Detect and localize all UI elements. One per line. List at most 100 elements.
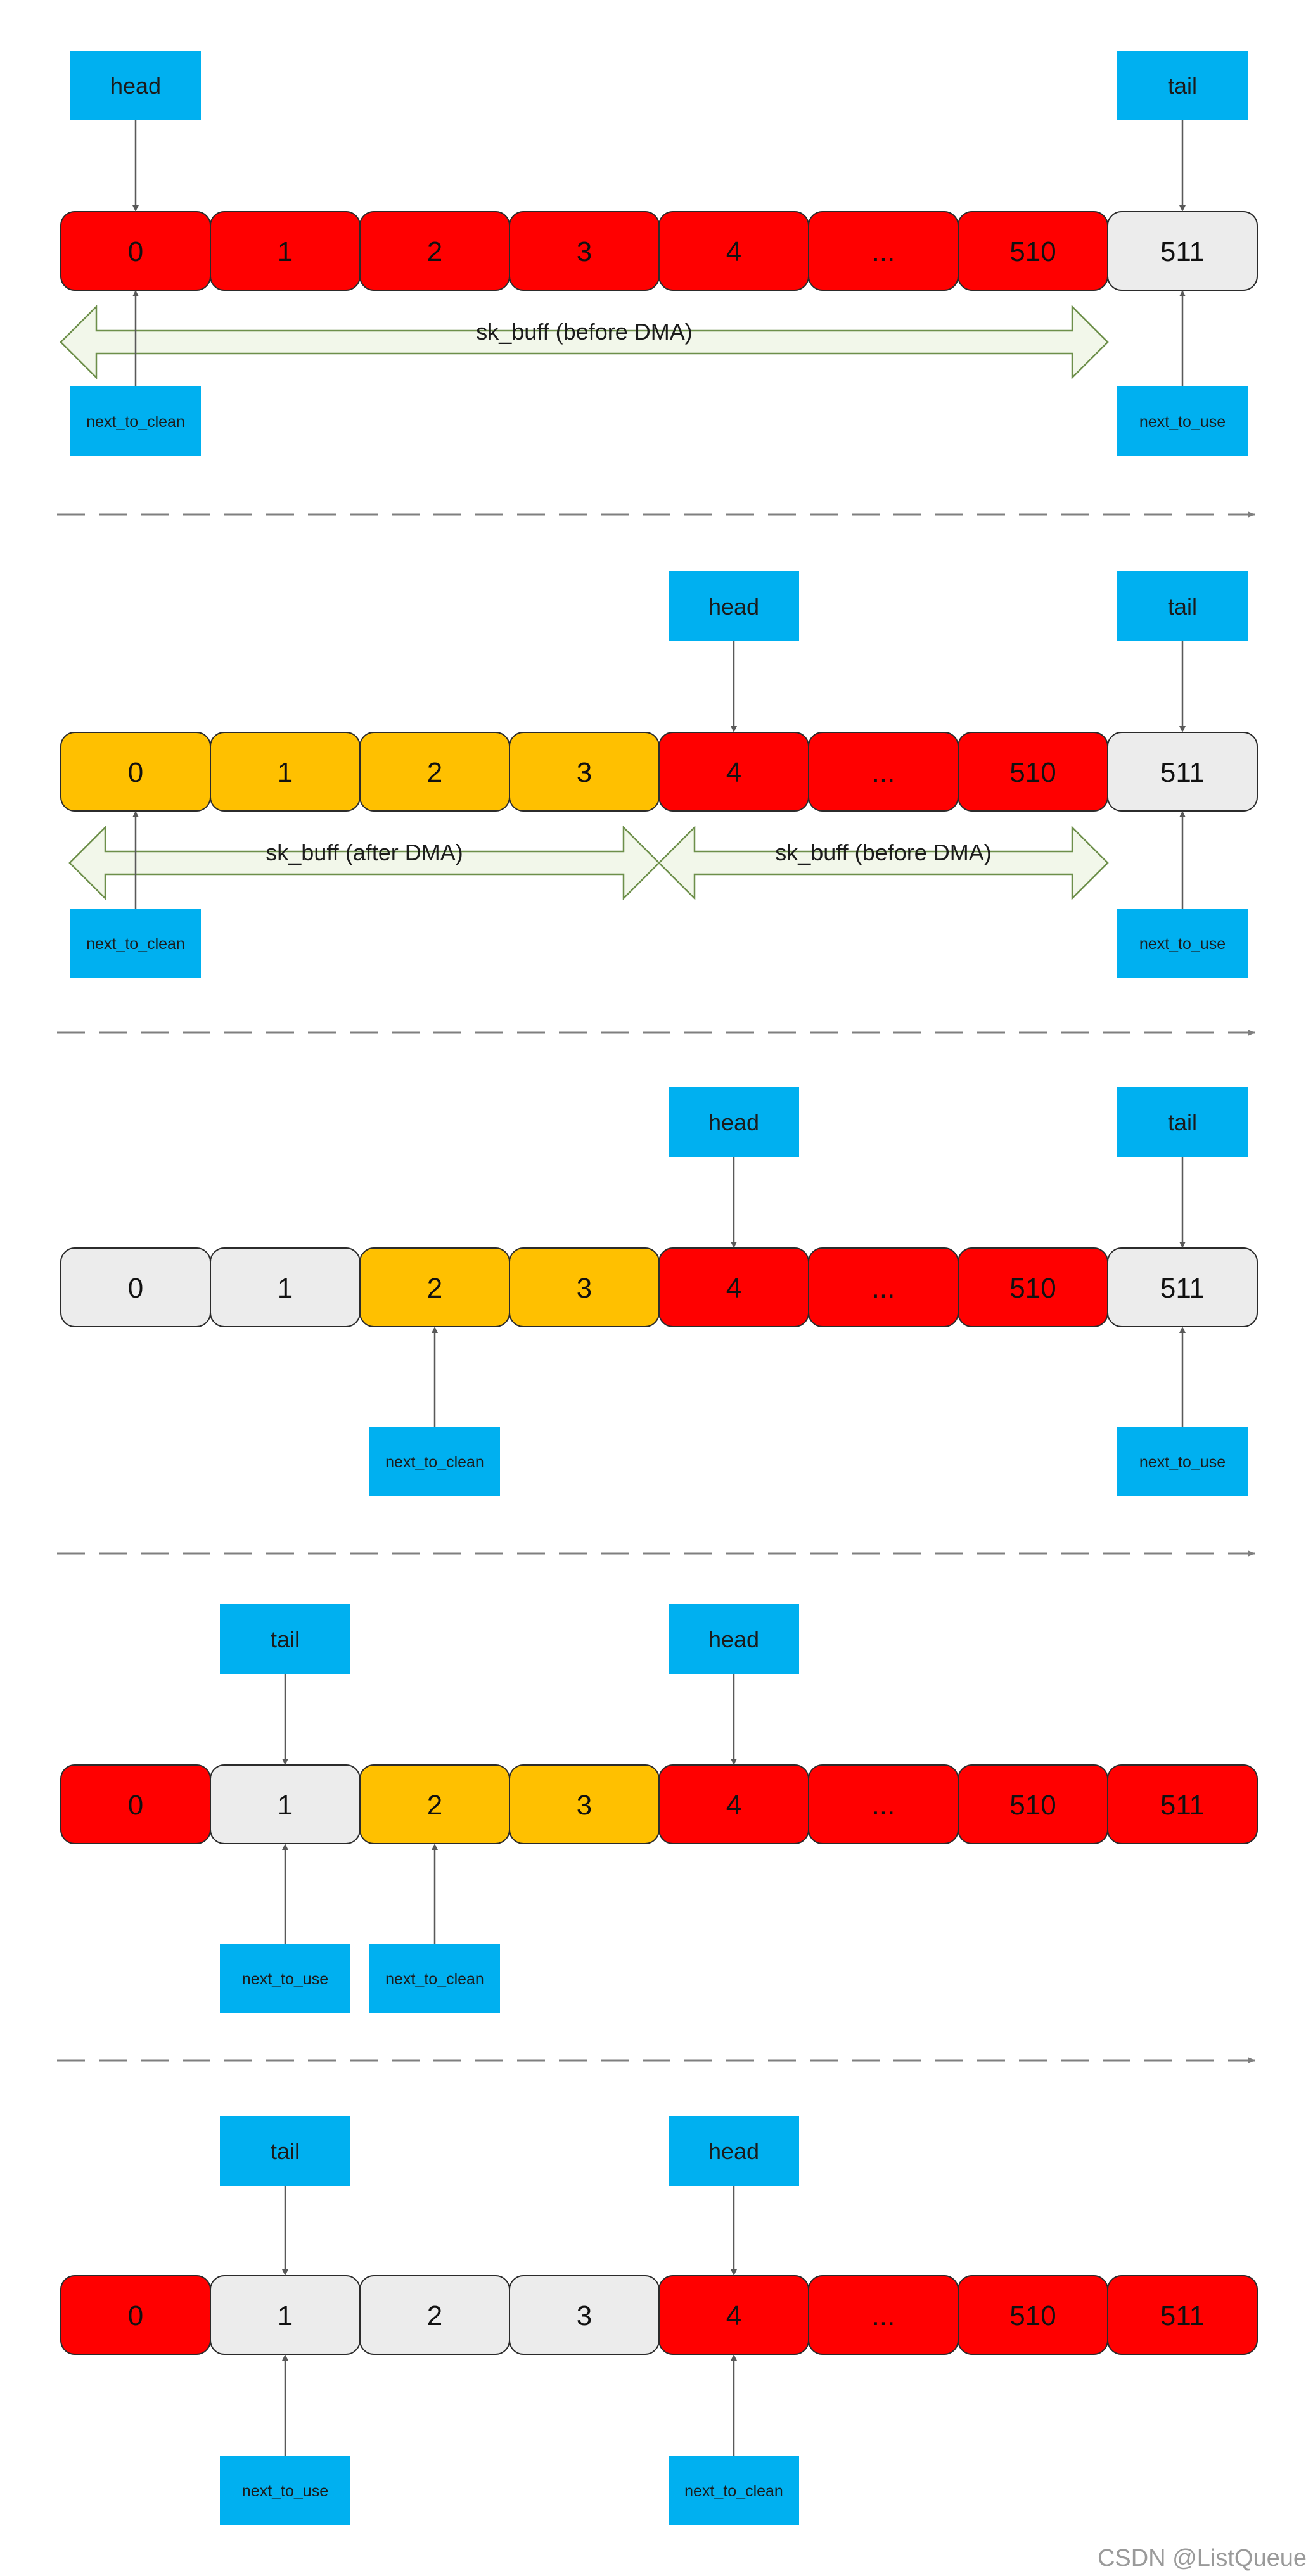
pointer-label-box — [220, 1604, 350, 1674]
pointer-label-next-to-use: next_to_use — [220, 1844, 350, 2013]
ring-cell-label: ... — [872, 236, 895, 267]
ring-cell: ... — [808, 2275, 959, 2355]
ring-cell: 2 — [359, 732, 510, 812]
pointer-label-tail: tail — [1117, 571, 1248, 732]
ring-cell-label: 510 — [1009, 757, 1056, 788]
pointer-label-text: next_to_clean — [86, 413, 185, 431]
sk-buff-span: sk_buff (after DMA) — [68, 825, 660, 901]
ring-cell: 2 — [359, 211, 510, 291]
panels-layer: 0 1 2 3 4... 510 511 sk_buff (before DMA) head ta… — [60, 51, 1258, 2525]
ring-cell-label: 0 — [128, 1273, 143, 1304]
ring-cell-label: 510 — [1009, 1273, 1056, 1304]
pointer-label-text: next_to_use — [242, 1970, 328, 1988]
pointer-label-next-to-clean: next_to_clean — [70, 290, 201, 456]
pointer-label-next-to-clean: next_to_clean — [369, 1844, 500, 2013]
pointer-label-box — [1117, 909, 1248, 978]
pointer-label-head: head — [669, 1087, 799, 1248]
ring-cell-label: 3 — [577, 757, 592, 788]
pointer-label-text: head — [708, 1626, 759, 1652]
ring-cell: 4 — [658, 1764, 809, 1844]
pointer-label-text: head — [708, 2138, 759, 2164]
pointer-label-next-to-use: next_to_use — [1117, 290, 1248, 456]
ring-cell: 1 — [210, 1764, 361, 1844]
ring-cell-label: 3 — [577, 236, 592, 267]
ring-cell-label: ... — [872, 1790, 895, 1821]
sk-buff-span-label: sk_buff (after DMA) — [266, 839, 463, 865]
pointer-label-text: tail — [1168, 1109, 1197, 1135]
ring-cell: 0 — [60, 1764, 211, 1844]
pointer-label-box — [1117, 51, 1248, 120]
ring-cell: 3 — [509, 2275, 660, 2355]
ring-cell-label: 1 — [278, 236, 293, 267]
ring-cell-label: 3 — [577, 1273, 592, 1304]
ring-cell-label: 2 — [427, 1273, 442, 1304]
ring-cell-label: ... — [872, 2300, 895, 2331]
ring-cell: 0 — [60, 732, 211, 812]
ring-cell: 510 — [958, 1247, 1108, 1327]
pointer-label-text: next_to_clean — [86, 935, 185, 953]
ring-cell-label: 510 — [1009, 236, 1056, 267]
ring-cell-label: 4 — [726, 1790, 741, 1821]
ring-cell: 1 — [210, 1247, 361, 1327]
divider-layer — [57, 511, 1255, 2063]
ring-cell: ... — [808, 732, 959, 812]
ring-cell-box — [1107, 2275, 1258, 2355]
ring-cell: ... — [808, 1247, 959, 1327]
panel-2: 0 1 2 3 4... 510 511 sk_buff (after DMA) sk_buff… — [60, 571, 1258, 978]
ring-cell: 3 — [509, 1764, 660, 1844]
ring-cell-label: 511 — [1160, 757, 1205, 788]
pointer-label-box — [369, 1427, 500, 1496]
ring-cell: 511 — [1107, 2275, 1258, 2355]
pointer-label-text: next_to_use — [1139, 935, 1226, 953]
pointer-label-box — [220, 2456, 350, 2525]
sk-buff-span: sk_buff (before DMA) — [60, 304, 1109, 380]
ring-cell-label: 1 — [278, 757, 293, 788]
pointer-label-box — [1117, 386, 1248, 456]
ring-cell-label: 4 — [726, 236, 741, 267]
pointer-label-box — [669, 1604, 799, 1674]
pointer-label-text: tail — [271, 2138, 300, 2164]
ring-cell-label: 0 — [128, 757, 143, 788]
ring-cell-label: 510 — [1009, 1790, 1056, 1821]
pointer-label-next-to-clean: next_to_clean — [669, 2354, 799, 2525]
sk-buff-span-label: sk_buff (before DMA) — [476, 319, 692, 345]
pointer-label-head: head — [669, 2116, 799, 2276]
pointer-label-box — [669, 571, 799, 641]
ring-cell: 1 — [210, 2275, 361, 2355]
ring-cell: 2 — [359, 1764, 510, 1844]
sk-buff-span: sk_buff (before DMA) — [658, 825, 1109, 901]
ring-cell: 1 — [210, 732, 361, 812]
pointer-label-text: tail — [1168, 594, 1197, 620]
pointer-label-text: next_to_use — [242, 2482, 328, 2500]
ring-cell: 511 — [1107, 1247, 1258, 1327]
pointer-label-tail: tail — [220, 2116, 350, 2276]
ring-cell: 3 — [509, 211, 660, 291]
ring-cell-label: 511 — [1160, 1790, 1205, 1821]
ring-cell: 4 — [658, 2275, 809, 2355]
ring-cell-label: 511 — [1160, 1273, 1205, 1304]
double-arrow-shape — [658, 825, 1109, 901]
pointer-label-text: head — [708, 594, 759, 620]
ring-cell-label: 511 — [1160, 2300, 1205, 2331]
ring-cell-label: 2 — [427, 757, 442, 788]
ring-cell-label: 3 — [577, 1790, 592, 1821]
ring-cell-label: 1 — [278, 1790, 293, 1821]
pointer-label-next-to-use: next_to_use — [1117, 811, 1248, 978]
pointer-label-text: next_to_use — [1139, 413, 1226, 431]
pointer-label-box — [70, 51, 201, 120]
ring-cell: 4 — [658, 732, 809, 812]
pointer-label-box — [220, 2116, 350, 2186]
pointer-label-box — [70, 386, 201, 456]
ring-cell: 2 — [359, 1247, 510, 1327]
ring-cell: 1 — [210, 211, 361, 291]
ring-cell-label: 4 — [726, 757, 741, 788]
ring-cell-label: 510 — [1009, 2300, 1056, 2331]
pointer-label-box — [1117, 571, 1248, 641]
ring-cell-label: 511 — [1160, 236, 1205, 267]
pointer-label-tail: tail — [1117, 1087, 1248, 1248]
ring-cell: ... — [808, 1764, 959, 1844]
ring-cell-label: 3 — [577, 2300, 592, 2331]
